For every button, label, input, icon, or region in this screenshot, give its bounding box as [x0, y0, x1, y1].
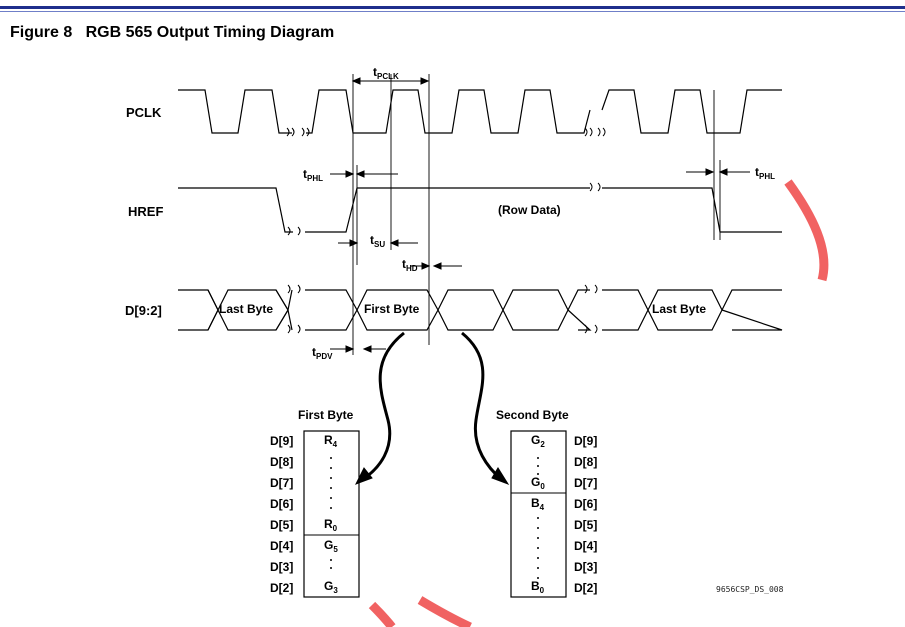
second-byte-curve-arrow: [461, 331, 503, 482]
href-waveform: [178, 187, 782, 233]
bit-r0: R0: [324, 517, 338, 533]
bit-b0: B0: [531, 579, 545, 595]
second-byte-pin: D[9]: [574, 434, 598, 448]
last-byte-left-label: Last Byte: [219, 302, 274, 316]
second-byte-pin: D[2]: [574, 581, 598, 595]
second-byte-pin: D[8]: [574, 455, 598, 469]
bit-g5: G5: [324, 538, 338, 554]
row-data-label: (Row Data): [498, 203, 561, 217]
bit-b4: B4: [531, 496, 545, 512]
tsu-label: tSU: [370, 233, 386, 249]
figure-caption: RGB 565 Output Timing Diagram: [85, 24, 335, 41]
tpdv-label: tPDV: [312, 345, 333, 361]
first-byte-pin: D[4]: [270, 539, 294, 553]
first-byte-curve-arrow: [361, 331, 405, 482]
last-byte-right-label: Last Byte: [652, 302, 707, 316]
first-byte-waveform-label: First Byte: [364, 302, 420, 316]
header-rule: [0, 6, 905, 9]
first-byte-pin: D[3]: [270, 560, 294, 574]
pclk-label: PCLK: [126, 105, 162, 120]
first-byte-pin: D[2]: [270, 581, 294, 595]
second-byte-pin: D[7]: [574, 476, 598, 490]
header-rule-thin: [0, 11, 905, 12]
href-label: HREF: [128, 204, 164, 219]
second-byte-box: [510, 430, 567, 598]
second-byte-pin: D[4]: [574, 539, 598, 553]
data-bus-waveform: [178, 289, 783, 331]
pclk-waveform-right: [601, 89, 782, 134]
second-byte-pin: D[6]: [574, 497, 598, 511]
second-byte-title: Second Byte: [496, 408, 569, 422]
first-byte-pin: D[9]: [270, 434, 294, 448]
thd-label: tHD: [402, 257, 418, 273]
bit-g2: G2: [531, 433, 545, 449]
first-byte-pin: D[5]: [270, 518, 294, 532]
bit-dots: [330, 457, 539, 579]
pclk-waveform-left: [178, 89, 292, 134]
first-byte-pin: D[7]: [270, 476, 294, 490]
bit-r4: R4: [324, 433, 338, 449]
figure-code: 9656CSP_DS_008: [716, 585, 784, 594]
pclk-waveform-mid: [306, 89, 591, 134]
bit-g3: G3: [324, 579, 338, 595]
tphl-right-label: tPHL: [755, 165, 775, 181]
first-byte-title: First Byte: [298, 408, 354, 422]
second-byte-pin: D[5]: [574, 518, 598, 532]
tphl-left-label: tPHL: [303, 167, 323, 183]
tpclk-label: tPCLK: [373, 65, 399, 81]
first-byte-pin: D[6]: [270, 497, 294, 511]
second-byte-pin: D[3]: [574, 560, 598, 574]
figure-title: Figure 8 RGB 565 Output Timing Diagram: [10, 24, 334, 42]
first-byte-pin: D[8]: [270, 455, 294, 469]
figure-number: Figure 8: [10, 24, 73, 41]
bit-g0: G0: [531, 475, 545, 491]
timing-arrows: [330, 77, 750, 353]
first-byte-box: [303, 430, 360, 598]
data-bus-label: D[9:2]: [125, 303, 162, 318]
watermark-logo: [368, 179, 829, 627]
